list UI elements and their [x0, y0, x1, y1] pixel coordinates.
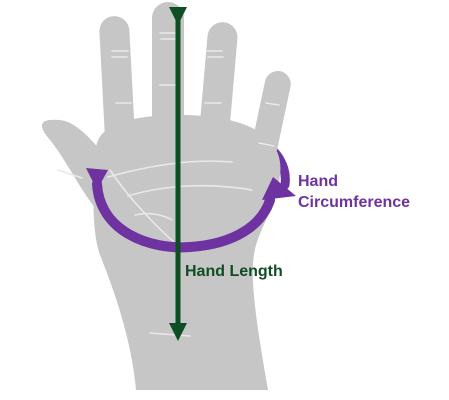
circumference-label-line2: Circumference — [298, 194, 411, 211]
circumference-loop-front — [92, 179, 275, 253]
circular-arrow-icon — [86, 168, 296, 253]
hand-length-label: Hand Length — [185, 263, 283, 280]
circumference-label-line1: Hand — [298, 173, 338, 190]
hand-circumference-label: Hand Circumference — [298, 171, 410, 213]
hand-palm-icon — [41, 2, 291, 390]
circumference-arrowhead-right — [262, 177, 296, 200]
circumference-arrowhead-left — [86, 168, 108, 190]
palm-and-wrist — [93, 115, 281, 390]
